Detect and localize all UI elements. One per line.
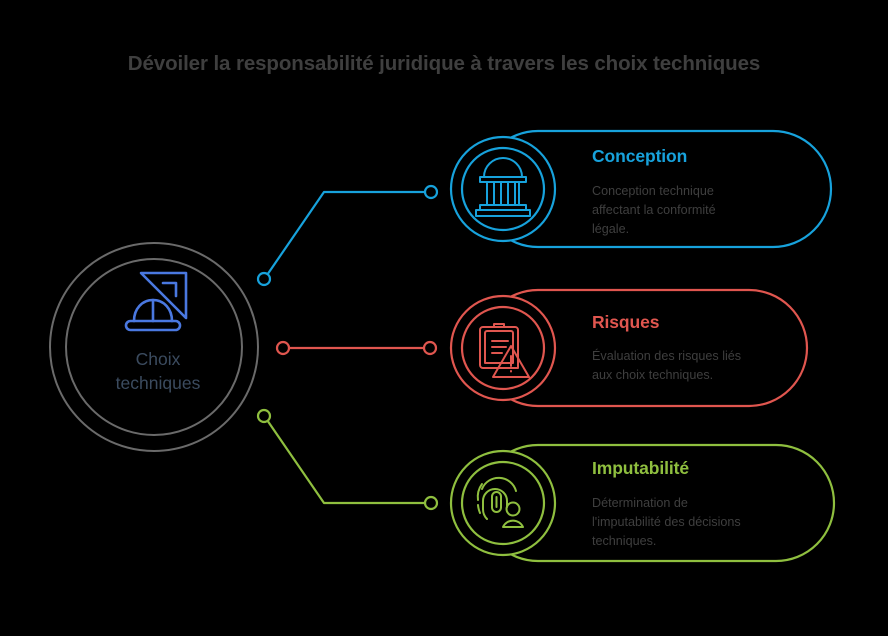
- card-conception-badge-outer-ring: [449, 135, 557, 243]
- connector-imputabilite: [256, 408, 439, 511]
- clipboard-warning-icon: [479, 323, 530, 378]
- card-risques[interactable]: [449, 288, 809, 408]
- classical-building-icon: [475, 157, 531, 217]
- card-imputabilite-badge-inner-ring: [460, 460, 546, 546]
- hub-outer-ring: [49, 242, 259, 452]
- hub-node[interactable]: [49, 242, 259, 452]
- hard-hat-set-square-icon: [124, 271, 188, 332]
- connector-conception-end-dot: [423, 184, 439, 200]
- card-conception-badge-inner-ring: [460, 146, 546, 232]
- card-imputabilite-badge-outer-ring: [449, 449, 557, 557]
- connector-imputabilite-end-dot: [423, 495, 439, 511]
- card-risques-badge-inner-ring: [460, 305, 546, 391]
- card-conception-outline: [538, 129, 833, 249]
- connector-risques-start-dot: [275, 340, 291, 356]
- card-risques-body: Évaluation des risques liés aux choix te…: [592, 349, 742, 382]
- hub-label-line-1: Choix: [135, 349, 181, 369]
- card-imputabilite-outline: [538, 443, 836, 563]
- card-risques-outline: [538, 288, 809, 408]
- card-conception-body: Conception technique affectant la confor…: [592, 184, 716, 236]
- card-conception-heading: Conception: [592, 146, 688, 166]
- card-conception[interactable]: [449, 129, 833, 249]
- card-imputabilite-heading: Imputabilité: [592, 458, 689, 478]
- connector-risques: [275, 340, 438, 356]
- card-imputabilite-body: Détermination de l'imputabilité des déci…: [592, 496, 741, 548]
- card-risques-heading: Risques: [592, 312, 660, 332]
- hub-inner-ring: [65, 258, 243, 436]
- connector-conception-start-dot: [256, 271, 272, 287]
- fingerprint-person-icon: [476, 476, 524, 528]
- connector-risques-end-dot: [422, 340, 438, 356]
- hub-label-line-2: techniques: [115, 373, 201, 393]
- card-imputabilite[interactable]: [449, 443, 836, 563]
- page-title: Dévoiler la responsabilité juridique à t…: [127, 52, 761, 75]
- connector-imputabilite-start-dot: [256, 408, 272, 424]
- connector-conception: [256, 184, 439, 287]
